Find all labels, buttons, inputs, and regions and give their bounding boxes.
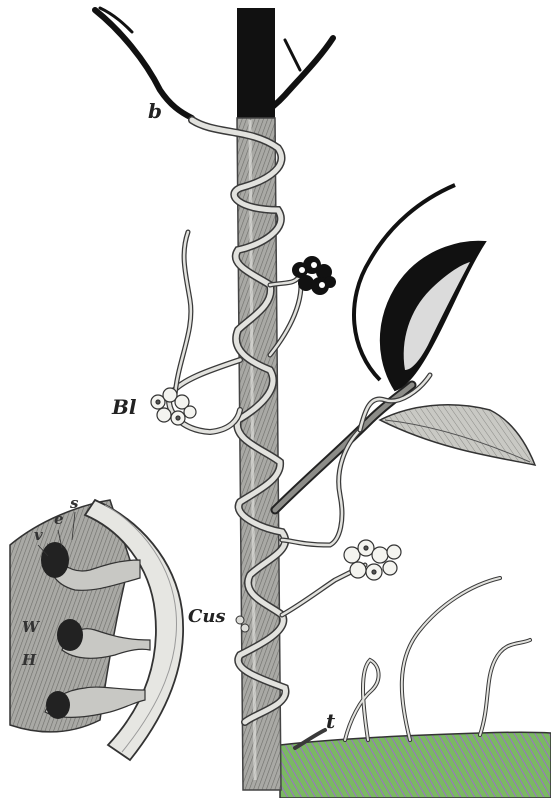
flower-cluster-lower bbox=[344, 540, 401, 580]
label-w: W bbox=[22, 618, 41, 636]
ground bbox=[280, 732, 551, 798]
flower-cluster-bl bbox=[151, 388, 196, 425]
label-e: e bbox=[54, 510, 64, 528]
haustorium-upper-head bbox=[41, 542, 69, 578]
label-b: b bbox=[148, 99, 162, 123]
haustorium-lower-head bbox=[46, 691, 70, 719]
label-s: s bbox=[70, 494, 79, 512]
host-branches-top bbox=[95, 8, 333, 118]
label-bl: Bl bbox=[111, 395, 137, 419]
label-h: H bbox=[21, 651, 37, 669]
host-side-branch bbox=[275, 385, 412, 510]
label-t: t bbox=[326, 709, 336, 733]
label-cus: Cus bbox=[188, 606, 226, 627]
label-v: v bbox=[34, 526, 43, 544]
haustorium-middle-head bbox=[57, 619, 83, 651]
